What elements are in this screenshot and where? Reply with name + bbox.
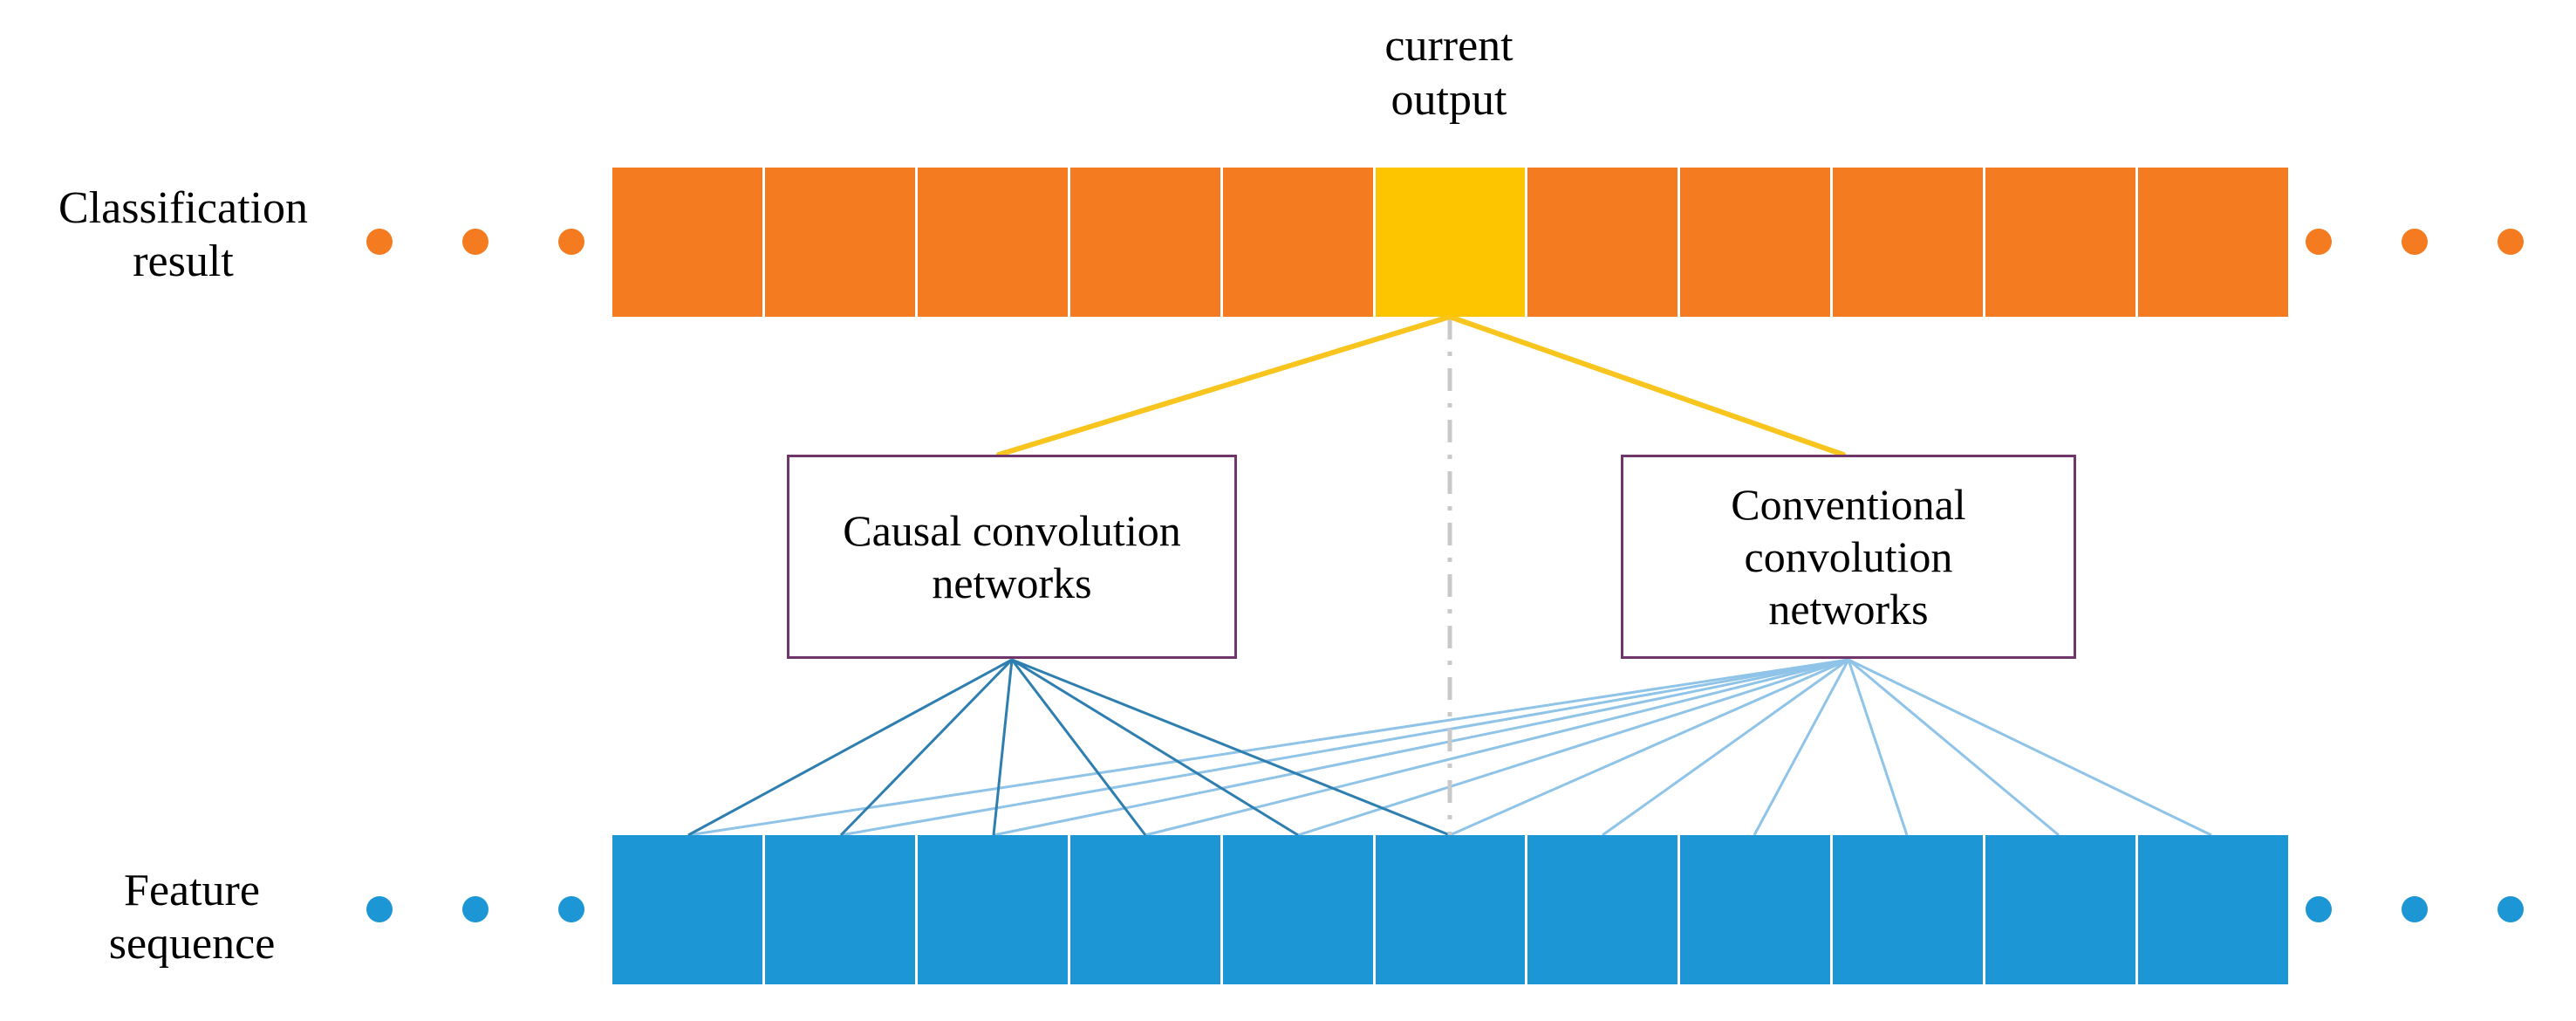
ellipsis-dot: [462, 896, 489, 922]
feature-sequence-bar: [612, 835, 2288, 984]
classification-result-bar: [612, 168, 2288, 317]
classification-ellipsis-left: [366, 229, 584, 255]
ellipsis-dot: [2497, 896, 2524, 922]
output-connector-lines: [996, 314, 1846, 457]
ellipsis-dot: [2306, 896, 2332, 922]
feature-cell[interactable]: [1527, 835, 1681, 984]
causal-convolution-networks-box[interactable]: Causal convolution networks: [787, 455, 1237, 659]
feature-cell[interactable]: [1680, 835, 1834, 984]
classification-cell[interactable]: [2138, 168, 2288, 317]
feature-ellipsis-right: [2306, 896, 2524, 922]
ellipsis-dot: [558, 229, 584, 255]
feature-sequence-label: Feature sequence: [108, 866, 276, 970]
conventional-convolution-fan: [687, 658, 2212, 837]
feature-ellipsis-left: [366, 896, 584, 922]
feature-cell[interactable]: [1375, 835, 1528, 984]
feature-cell[interactable]: [917, 835, 1070, 984]
feature-cell[interactable]: [1069, 835, 1223, 984]
classification-ellipsis-right: [2306, 229, 2524, 255]
ellipsis-dot: [2402, 229, 2428, 255]
classification-cell[interactable]: [1833, 168, 1986, 317]
classification-cell[interactable]: [1680, 168, 1834, 317]
feature-cell[interactable]: [1833, 835, 1986, 984]
ellipsis-dot: [2306, 229, 2332, 255]
causal-convolution-fan: [687, 658, 1451, 837]
ellipsis-dot: [366, 229, 393, 255]
current-output-label: current output: [1384, 21, 1513, 126]
feature-cell[interactable]: [1985, 835, 2139, 984]
classification-cell[interactable]: [1069, 168, 1223, 317]
ellipsis-dot: [2497, 229, 2524, 255]
classification-cell[interactable]: [1527, 168, 1681, 317]
current-output-cell[interactable]: [1375, 168, 1528, 317]
feature-cell[interactable]: [764, 835, 918, 984]
classification-cell[interactable]: [612, 168, 765, 317]
ellipsis-dot: [558, 896, 584, 922]
feature-cell[interactable]: [612, 835, 765, 984]
ellipsis-dot: [366, 896, 393, 922]
classification-cell[interactable]: [1222, 168, 1376, 317]
classification-cell[interactable]: [764, 168, 918, 317]
ellipsis-dot: [2402, 896, 2428, 922]
conventional-convolution-networks-box[interactable]: Conventional convolution networks: [1621, 455, 2076, 659]
classification-cell[interactable]: [1985, 168, 2139, 317]
feature-cell[interactable]: [1222, 835, 1376, 984]
feature-cell[interactable]: [2138, 835, 2288, 984]
ellipsis-dot: [462, 229, 489, 255]
classification-cell[interactable]: [917, 168, 1070, 317]
classification-result-label: Classification result: [58, 183, 308, 287]
